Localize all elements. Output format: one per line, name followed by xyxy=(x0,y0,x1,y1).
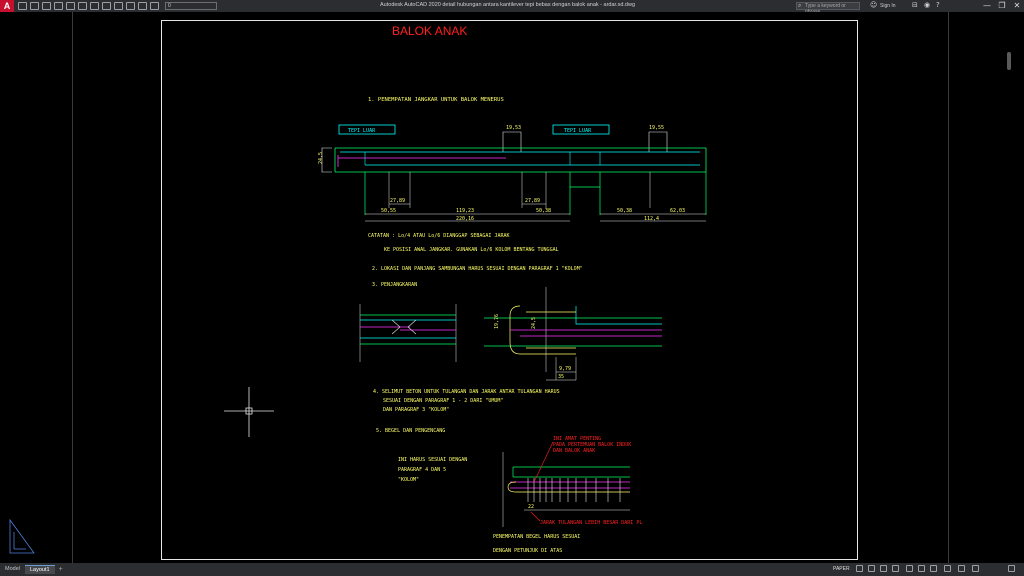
cart-icon[interactable]: ⊟ xyxy=(912,1,918,9)
dim-label: 35 xyxy=(558,374,564,380)
note-placement: PENEMPATAN BEGEL HARUS SESUAI xyxy=(493,534,580,540)
quick-access-toolbar xyxy=(18,2,159,10)
autodesk-a360-icon[interactable]: ◉ xyxy=(924,1,931,9)
dim-label: 112,4 xyxy=(644,216,659,222)
dim-label: 22 xyxy=(528,504,534,510)
sign-in-button[interactable]: Sign In xyxy=(880,3,896,9)
dim-label: 9,79 xyxy=(559,366,571,372)
note-red: INI AMAT PENTING xyxy=(553,436,601,442)
undo-icon[interactable] xyxy=(90,2,99,10)
paper-space-toggle[interactable]: PAPER xyxy=(833,566,850,572)
dim-label: 220,16 xyxy=(456,216,474,222)
window-title: Autodesk AutoCAD 2020 detail hubungan an… xyxy=(380,2,636,8)
plot-icon[interactable] xyxy=(78,2,87,10)
drawing-title: BALOK ANAK xyxy=(392,24,467,38)
scrollbar-thumb[interactable] xyxy=(1007,52,1011,70)
note-catatan: CATATAN : Lo/4 ATAU Lo/6 DIANGGAP SEBAGA… xyxy=(368,233,509,239)
status-bar: Model Layout1 + PAPER xyxy=(0,563,1024,576)
workspace-icon[interactable] xyxy=(930,565,937,572)
search-input[interactable]: ⌕ Type a keyword or phrase xyxy=(796,2,860,15)
paper-sheet-border xyxy=(161,20,858,560)
osnap-icon[interactable] xyxy=(906,565,913,572)
dim-label: 24,5 xyxy=(531,317,537,329)
open-folder-icon[interactable] xyxy=(30,2,39,10)
layer-color-icon[interactable] xyxy=(150,2,159,10)
dim-label: 19,53 xyxy=(506,125,521,131)
print-icon[interactable] xyxy=(66,2,75,10)
dim-label: 50,38 xyxy=(536,208,551,214)
note-1: 1. PENEMPATAN JANGKAR UNTUK BALOK MENERU… xyxy=(368,97,504,103)
grid-icon[interactable] xyxy=(856,565,863,572)
cad-drawing: BALOK ANAK 1. PENEMPATAN JANGKAR UNTUK B… xyxy=(9,24,707,554)
user-icon[interactable]: ☺ xyxy=(870,1,878,9)
note-side: INI HARUS SESUAI DENGAN xyxy=(398,457,467,463)
help-icon[interactable]: ? xyxy=(936,1,940,9)
dim-label: 119,23 xyxy=(456,208,474,214)
tab-layout1[interactable]: Layout1 xyxy=(24,565,55,574)
note-catatan: KE POSISI AWAL JANGKAR. GUNAKAN Lo/6 KOL… xyxy=(384,247,559,253)
tab-model[interactable]: Model xyxy=(5,566,20,572)
app-menu-button[interactable]: A xyxy=(0,0,14,12)
ortho-icon[interactable] xyxy=(880,565,887,572)
dim-label: 19,55 xyxy=(649,125,664,131)
note-4: DAN PARAGRAF 3 "KOLOM" xyxy=(383,407,449,413)
new-file-icon[interactable] xyxy=(18,2,27,10)
layer-dropdown[interactable]: 0 xyxy=(165,2,217,10)
note-4: SESUAI DENGAN PARAGRAF 1 - 2 DARI "UMUM" xyxy=(383,398,503,404)
note-red: JARAK TULANGAN LEBIH BESAR DARI PL xyxy=(540,520,642,526)
tepi-luar-label: TEPI LUAR xyxy=(348,128,376,134)
save-as-icon[interactable] xyxy=(54,2,63,10)
customization-menu-icon[interactable] xyxy=(1008,565,1015,572)
note-side: "KOLOM" xyxy=(398,477,419,483)
note-3: 3. PENJANGKARAN xyxy=(372,282,417,288)
note-side: PARAGRAF 4 DAN 5 xyxy=(398,467,446,473)
sun-icon[interactable] xyxy=(126,2,135,10)
dim-label: 50,55 xyxy=(381,208,396,214)
search-icon: ⌕ xyxy=(798,3,802,9)
note-placement: DENGAN PETUNJUK DI ATAS xyxy=(493,548,562,554)
annotation-scale-icon[interactable] xyxy=(918,565,925,572)
minimize-button[interactable]: — xyxy=(983,1,991,10)
redo-icon[interactable] xyxy=(102,2,111,10)
restore-button[interactable]: ❐ xyxy=(998,1,1006,10)
isolate-icon[interactable] xyxy=(944,565,951,572)
polar-icon[interactable] xyxy=(892,565,899,572)
note-2: 2. LOKASI DAN PANJANG SAMBUNGAN HARUS SE… xyxy=(372,266,583,272)
dim-label: 24,5 xyxy=(318,152,324,164)
close-button[interactable]: ✕ xyxy=(1013,1,1021,10)
note-4: 4. SELIMUT BETON UNTUK TULANGAN DAN JARA… xyxy=(373,389,560,395)
note-red: PADA PERTEMUAN BALOK INDUK xyxy=(553,442,631,448)
dim-label: 62,03 xyxy=(670,208,685,214)
hardware-acceleration-icon[interactable] xyxy=(958,565,965,572)
crosshair-cursor xyxy=(224,387,274,437)
save-icon[interactable] xyxy=(42,2,51,10)
dim-label: 50,38 xyxy=(617,208,632,214)
title-bar: A 0 Autodesk AutoCAD 2020 detail hubunga… xyxy=(0,0,1024,15)
add-layout-button[interactable]: + xyxy=(58,566,63,573)
viewport-guide-line xyxy=(72,12,73,563)
ucs-icon xyxy=(9,518,35,554)
note-5: 5. BEGEL DAN PENGENCANG xyxy=(376,428,445,434)
lock-icon[interactable] xyxy=(138,2,147,10)
lightbulb-icon[interactable] xyxy=(114,2,123,10)
viewport-guide-line xyxy=(948,12,949,563)
dim-label: 27,89 xyxy=(390,198,405,204)
drawing-canvas[interactable]: BALOK ANAK 1. PENEMPATAN JANGKAR UNTUK B… xyxy=(0,12,1024,563)
dim-label: 19,76 xyxy=(494,314,500,329)
tepi-luar-label: TEPI LUAR xyxy=(564,128,592,134)
dim-label: 27,89 xyxy=(525,198,540,204)
snap-icon[interactable] xyxy=(868,565,875,572)
clean-screen-icon[interactable] xyxy=(972,565,979,572)
note-red: DAN BALOK ANAK xyxy=(553,448,595,454)
vertical-scrollbar[interactable] xyxy=(1006,12,1012,563)
